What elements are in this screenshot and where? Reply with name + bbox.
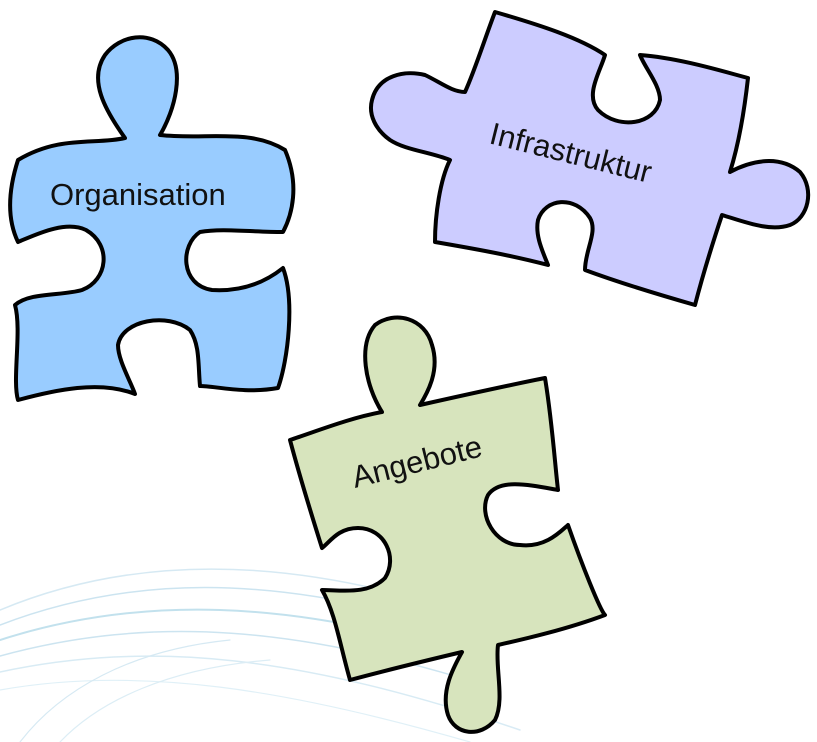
background-swoosh [0, 568, 521, 742]
swoosh-line [19, 639, 231, 742]
puzzle-piece-organisation: Organisation [8, 35, 296, 402]
swoosh-line [59, 659, 271, 742]
puzzle-piece-angebote-shape [288, 315, 607, 734]
puzzle-piece-organisation-shape [8, 35, 296, 402]
swoosh-line [0, 679, 471, 742]
swoosh-line [0, 568, 421, 611]
puzzle-piece-infrastruktur-shape [369, 10, 811, 307]
puzzle-piece-angebote: Angebote [288, 315, 607, 734]
swoosh-line [0, 655, 521, 731]
puzzle-piece-infrastruktur: Infrastruktur [369, 10, 811, 307]
organisation-label: Organisation [50, 177, 226, 212]
swoosh-line [0, 630, 501, 691]
